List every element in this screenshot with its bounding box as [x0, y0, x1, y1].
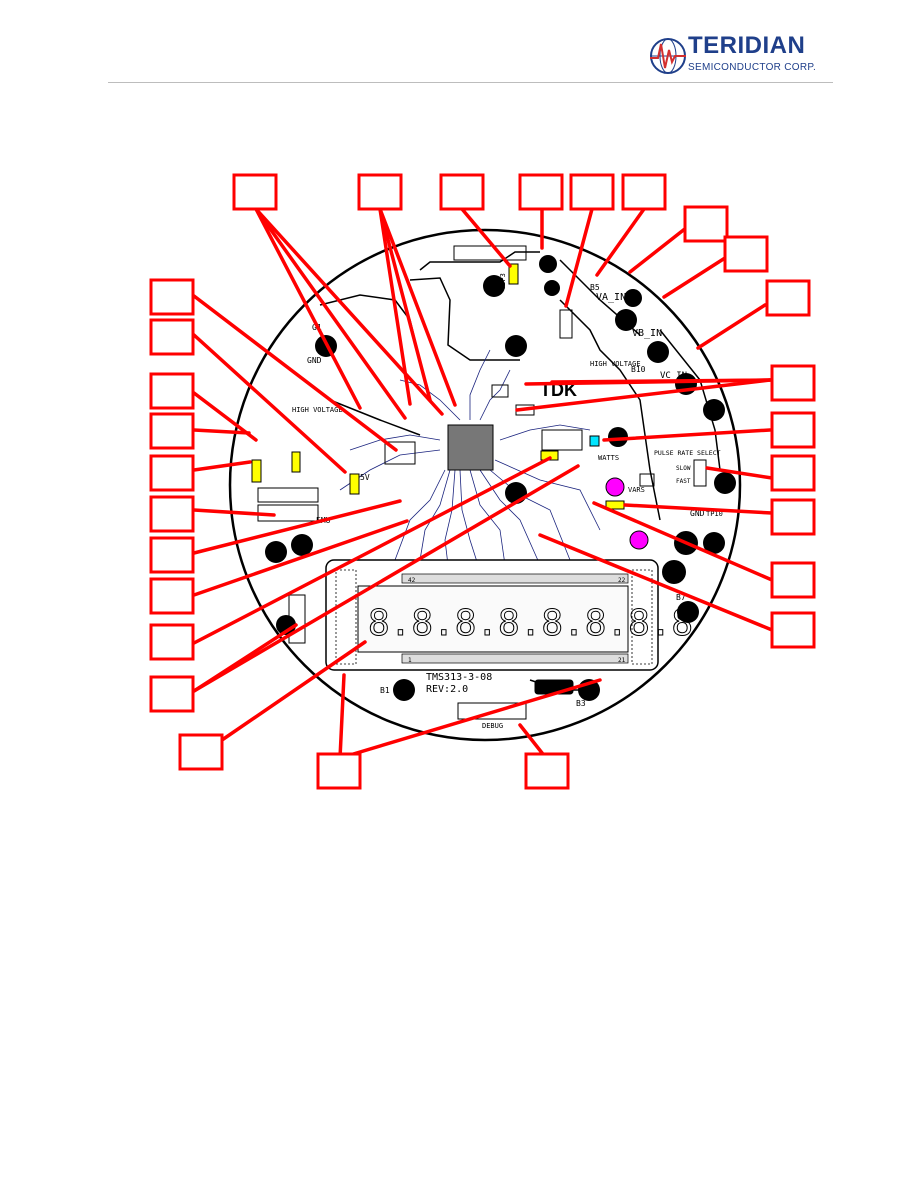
- lcd-pin-bottom-right: 21: [618, 657, 626, 664]
- logo-title: TERIDIAN: [688, 32, 806, 59]
- tp10-label: TP10: [706, 510, 723, 518]
- b3-label: B3: [576, 699, 586, 708]
- watts-led: [605, 477, 625, 497]
- revision-label: REV:2.0: [426, 684, 468, 695]
- b10-label: B10: [631, 365, 646, 374]
- va-in-label: VA_IN: [596, 292, 626, 303]
- teridian-logo-icon: [650, 38, 686, 74]
- high-voltage-right-label: HIGH VOLTAGE: [590, 360, 641, 368]
- b7-label: B7: [676, 593, 686, 602]
- vc-in-label: VC_IN: [660, 371, 687, 381]
- watts-label: WATTS: [598, 454, 619, 462]
- logo-subtitle: SEMICONDUCTOR CORP.: [688, 62, 817, 73]
- callout-arrows: [192, 207, 774, 760]
- pulse-rate-select-label: PULSE RATE SELECT: [654, 449, 721, 457]
- lcd-pin-left: 42: [408, 577, 416, 584]
- components: [257, 245, 707, 720]
- b5-label: B5: [590, 283, 600, 292]
- gnd-label-right: GND: [690, 509, 705, 518]
- vb-in-label: VB_IN: [632, 328, 662, 339]
- slow-label: SLOW: [676, 465, 691, 472]
- lcd-pin-right: 22: [618, 577, 626, 584]
- vars-led: [629, 530, 649, 550]
- high-voltage-left-label: HIGH VOLTAGE: [292, 406, 343, 414]
- board-name-label: TMS313-3-08: [426, 672, 492, 683]
- vars-label: VARS: [628, 486, 645, 494]
- callout-boxes: [149, 173, 816, 790]
- lcd-display: [325, 559, 659, 671]
- lcd-pin-bottom-left: 1: [408, 657, 412, 664]
- lcd-digits: 8.8.8.8.8.8.8.8: [368, 603, 693, 644]
- main-ic-chip: [447, 424, 494, 471]
- 5v-label: 5V: [360, 473, 370, 482]
- header-divider: [108, 82, 833, 83]
- fast-label: FAST: [676, 478, 691, 485]
- b1-label: B1: [380, 686, 390, 695]
- gnd-label-left: GND: [307, 356, 322, 365]
- debug-label: DEBUG: [482, 722, 503, 730]
